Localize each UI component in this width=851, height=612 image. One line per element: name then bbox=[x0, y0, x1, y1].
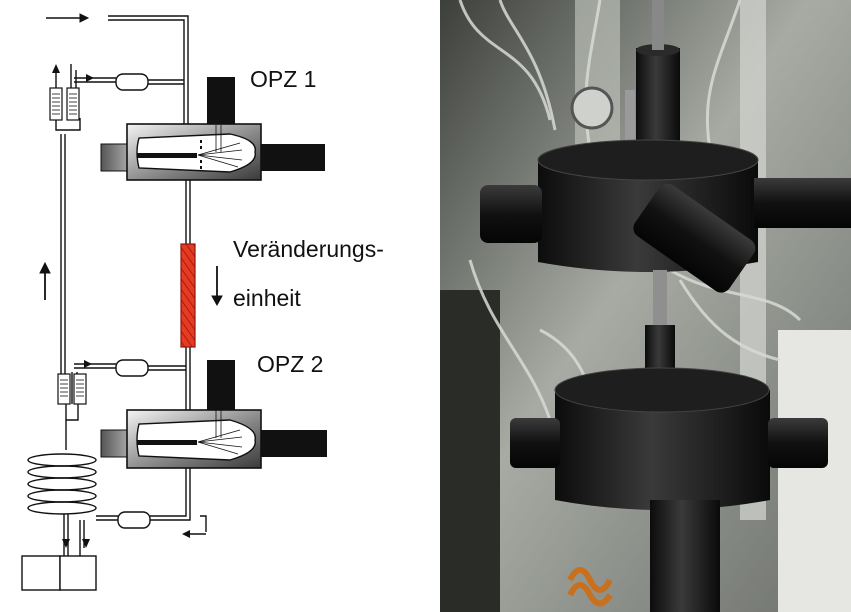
opz1-cell bbox=[100, 77, 325, 181]
coil-arrows bbox=[62, 539, 90, 548]
opz2-label: OPZ 2 bbox=[257, 351, 324, 377]
modification-unit bbox=[180, 243, 196, 348]
bottom-return-arrow bbox=[182, 530, 190, 538]
flow-diagram bbox=[21, 13, 327, 591]
top-pipe bbox=[108, 15, 189, 124]
filter-bottom bbox=[57, 373, 87, 405]
up-arrow-icon bbox=[39, 261, 51, 300]
fitting-bottom bbox=[96, 511, 151, 529]
reservoir-icon bbox=[21, 555, 97, 591]
apparatus-photo bbox=[440, 0, 851, 612]
opz2-cell bbox=[100, 360, 327, 469]
center-pipe bbox=[185, 180, 191, 410]
opz1-label: OPZ 1 bbox=[250, 66, 317, 92]
down-arrow-icon bbox=[211, 266, 223, 307]
bottom-right-pipe bbox=[150, 468, 207, 535]
modification-unit-label-line2: einheit bbox=[233, 285, 301, 311]
heating-coil-icon bbox=[27, 420, 97, 558]
modification-unit-label-line1: Veränderungs- bbox=[233, 236, 384, 262]
filter-top bbox=[49, 64, 80, 121]
fitting-middle bbox=[74, 359, 186, 377]
top-inflow-arrow bbox=[46, 13, 90, 23]
fitting-top bbox=[74, 73, 184, 91]
